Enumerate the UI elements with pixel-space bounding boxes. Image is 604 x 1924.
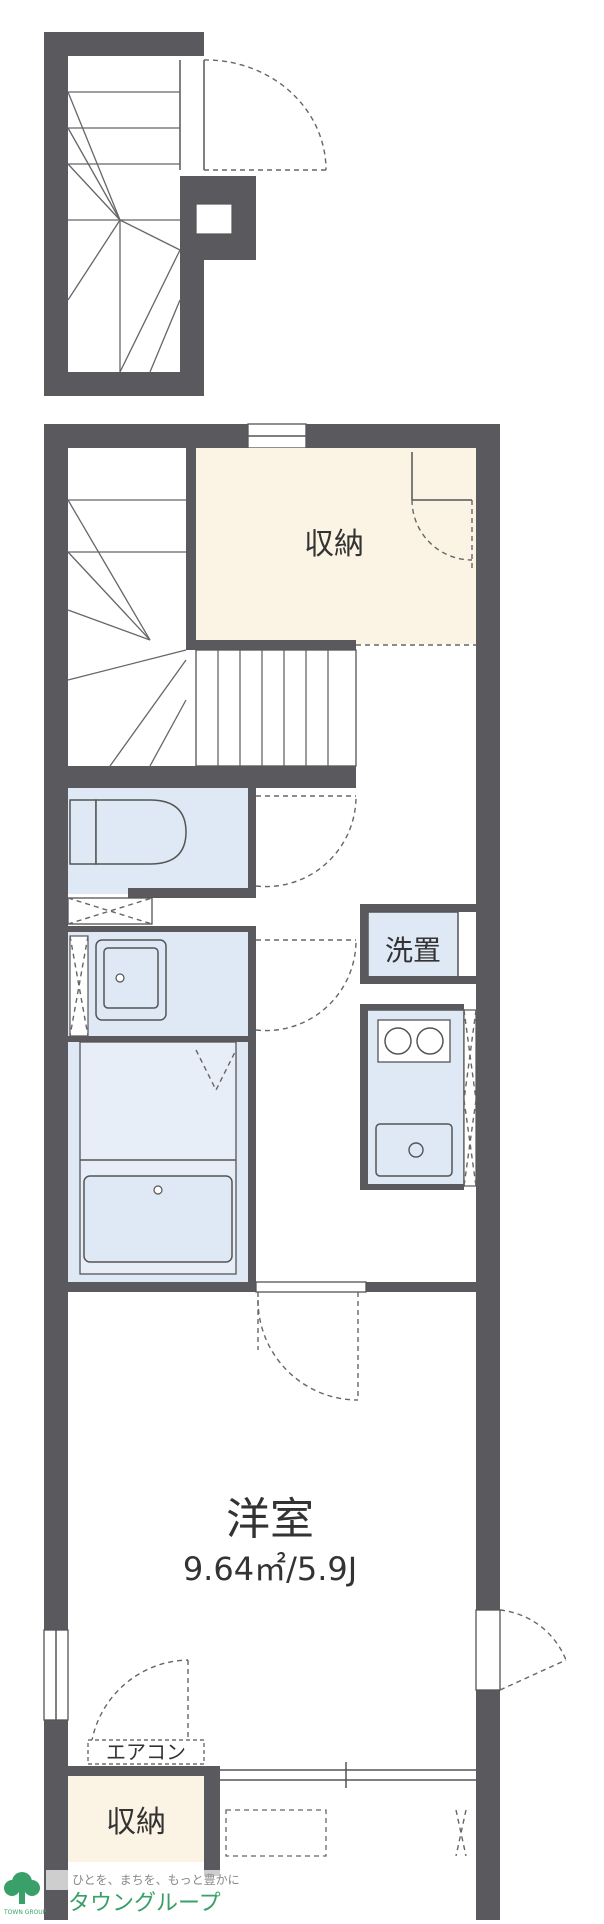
tree-logo-icon (4, 1872, 40, 1904)
town-group-logo: ひとを、まちを、もっと豊かに タウングループ TOWN GROUP (0, 1864, 260, 1920)
stair-upper (67, 91, 181, 373)
laundry-kitchen: 洗置 (360, 904, 477, 1190)
western-room-name: 洋室 (226, 1494, 314, 1545)
western-room-size: 9.64㎡/5.9J (183, 1550, 357, 1588)
logo-tagline: ひとを、まちを、もっと豊かに (72, 1873, 240, 1887)
stair-interior (67, 448, 357, 788)
logo-brand: タウングループ (68, 1891, 221, 1916)
washroom (68, 926, 357, 1037)
storage-upper-label: 収納 (304, 527, 364, 562)
balcony (220, 1762, 476, 1857)
logo-small: TOWN GROUP (3, 1909, 47, 1916)
laundry-label: 洗置 (385, 934, 441, 967)
bathroom (68, 1036, 256, 1292)
storage-lower-label: 収納 (106, 1805, 166, 1840)
aircon-label: エアコン (106, 1740, 186, 1764)
lower-closet-area: エアコン 収納 (68, 1659, 220, 1876)
storage-room-upper: 収納 (186, 448, 476, 650)
western-room: 洋室 9.64㎡/5.9J (183, 1281, 476, 1588)
toilet-room (67, 788, 357, 925)
upper-stair-tower (44, 32, 327, 396)
